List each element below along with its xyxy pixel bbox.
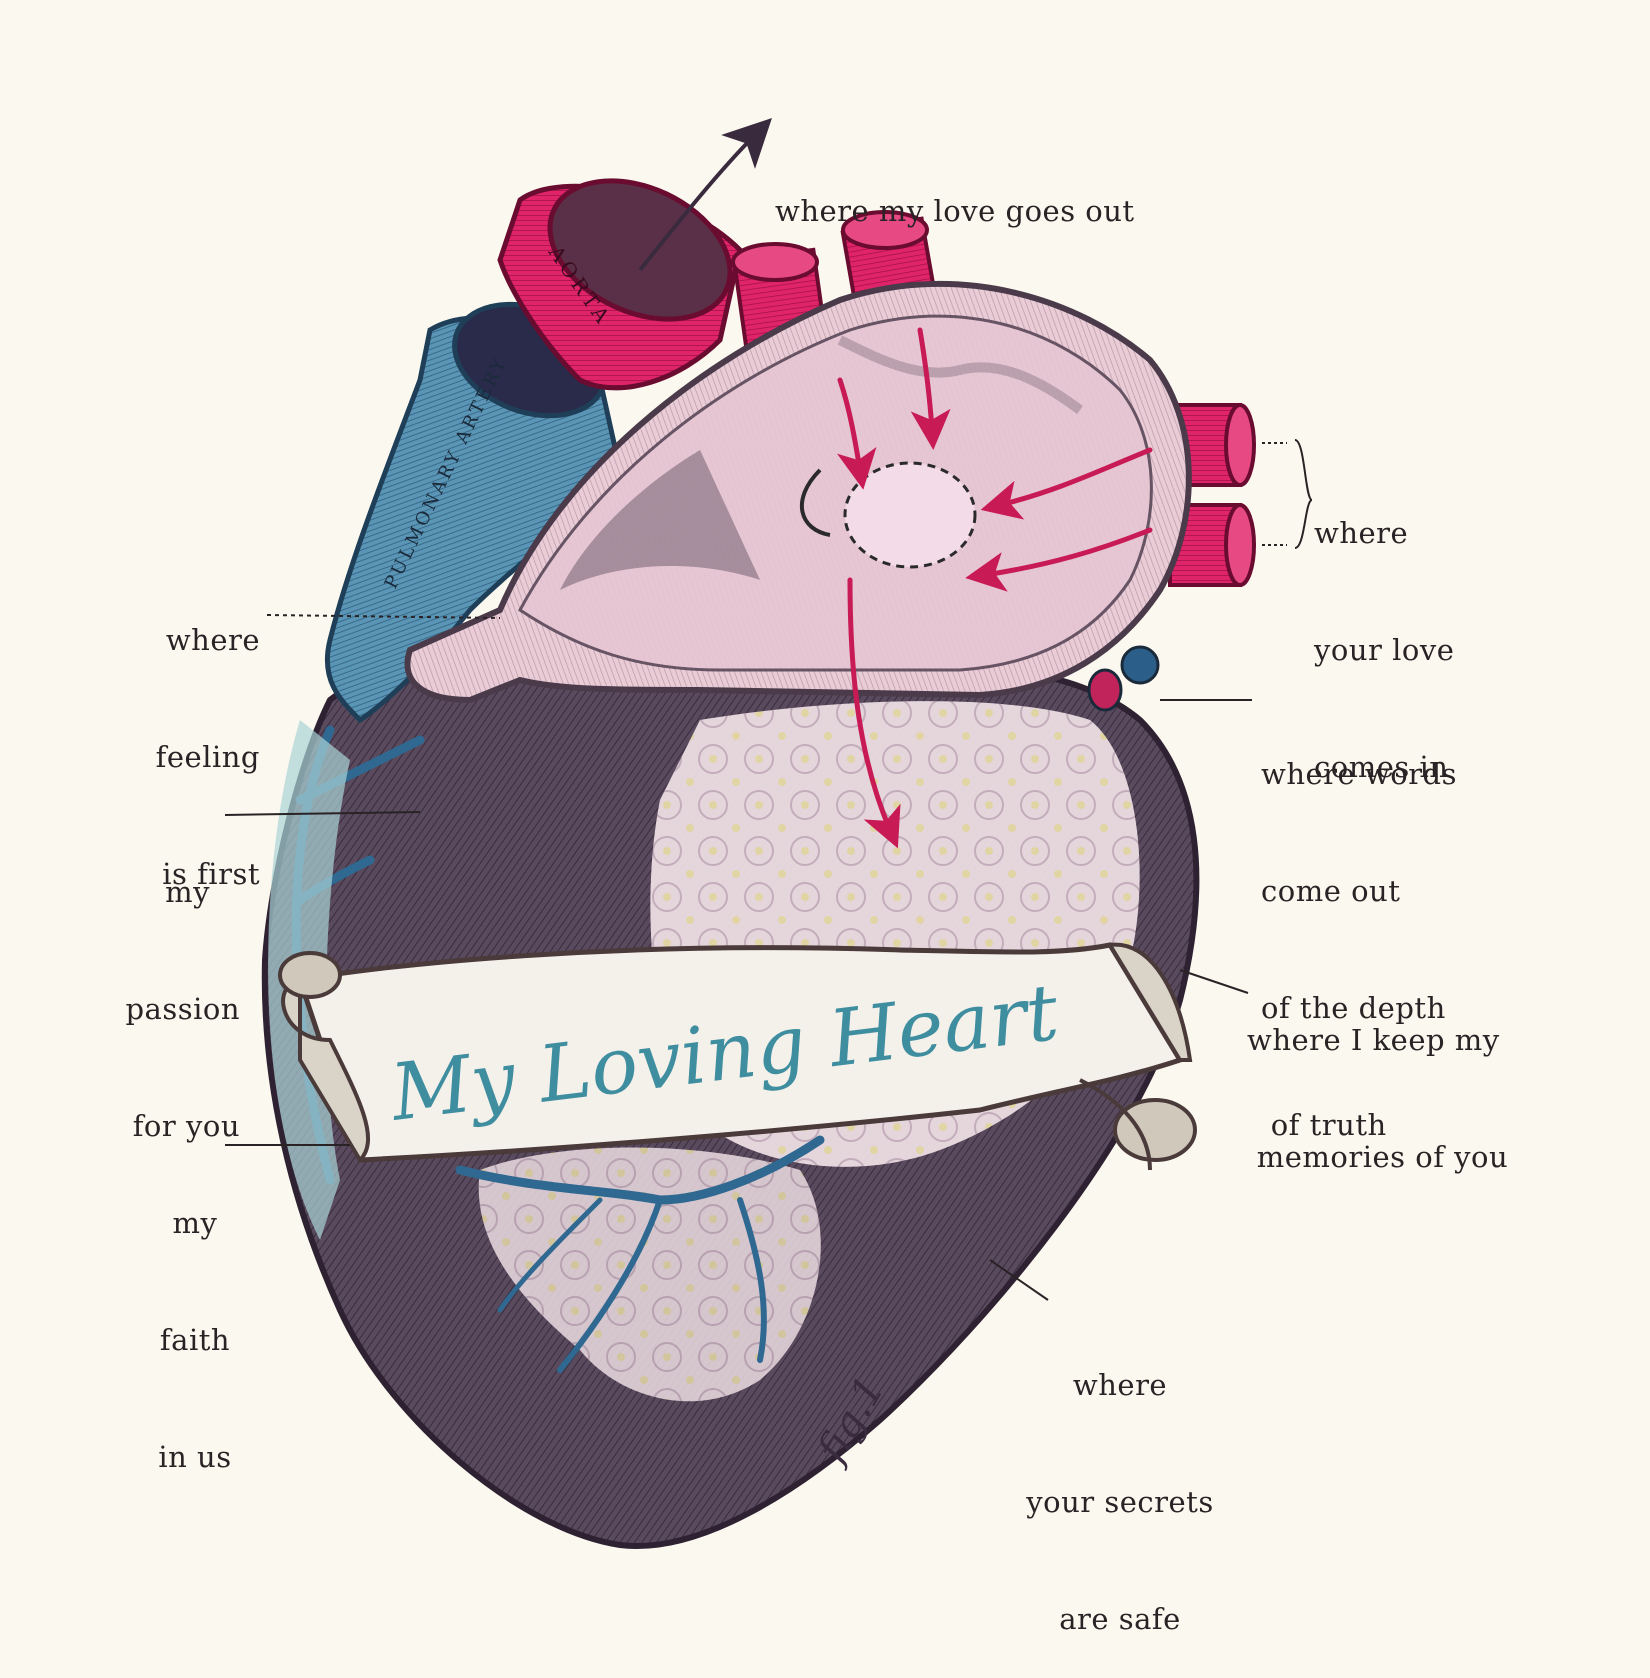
label-love-comes-in: where your love comes in <box>1314 516 1455 784</box>
label-feeling-first: where feeling is first <box>155 623 260 891</box>
small-red-vessel <box>1087 668 1123 712</box>
label-secrets: where your secrets are safe <box>1026 1368 1214 1636</box>
aorta: AORTA <box>497 178 743 391</box>
label-words-come-out: where words come out of the depth of tru… <box>1261 757 1457 1142</box>
dashed-oval <box>843 461 977 569</box>
flow-arrows <box>836 327 1153 849</box>
small-blue-vessel <box>1120 645 1160 685</box>
lower-lace-patch <box>478 1147 821 1402</box>
pulmonary-artery: PULMONARY ARTERY <box>324 301 623 724</box>
love-out-arrow <box>638 118 772 272</box>
title-banner: My Loving Heart <box>278 942 1197 1171</box>
leader-lines <box>224 439 1313 1301</box>
label-love-goes-out: where my love goes out <box>775 194 1135 228</box>
label-faith: my faith in us <box>158 1206 232 1474</box>
label-memories: where I keep my memories of you <box>1247 1023 1509 1174</box>
label-passion: my passion for you <box>125 875 240 1143</box>
